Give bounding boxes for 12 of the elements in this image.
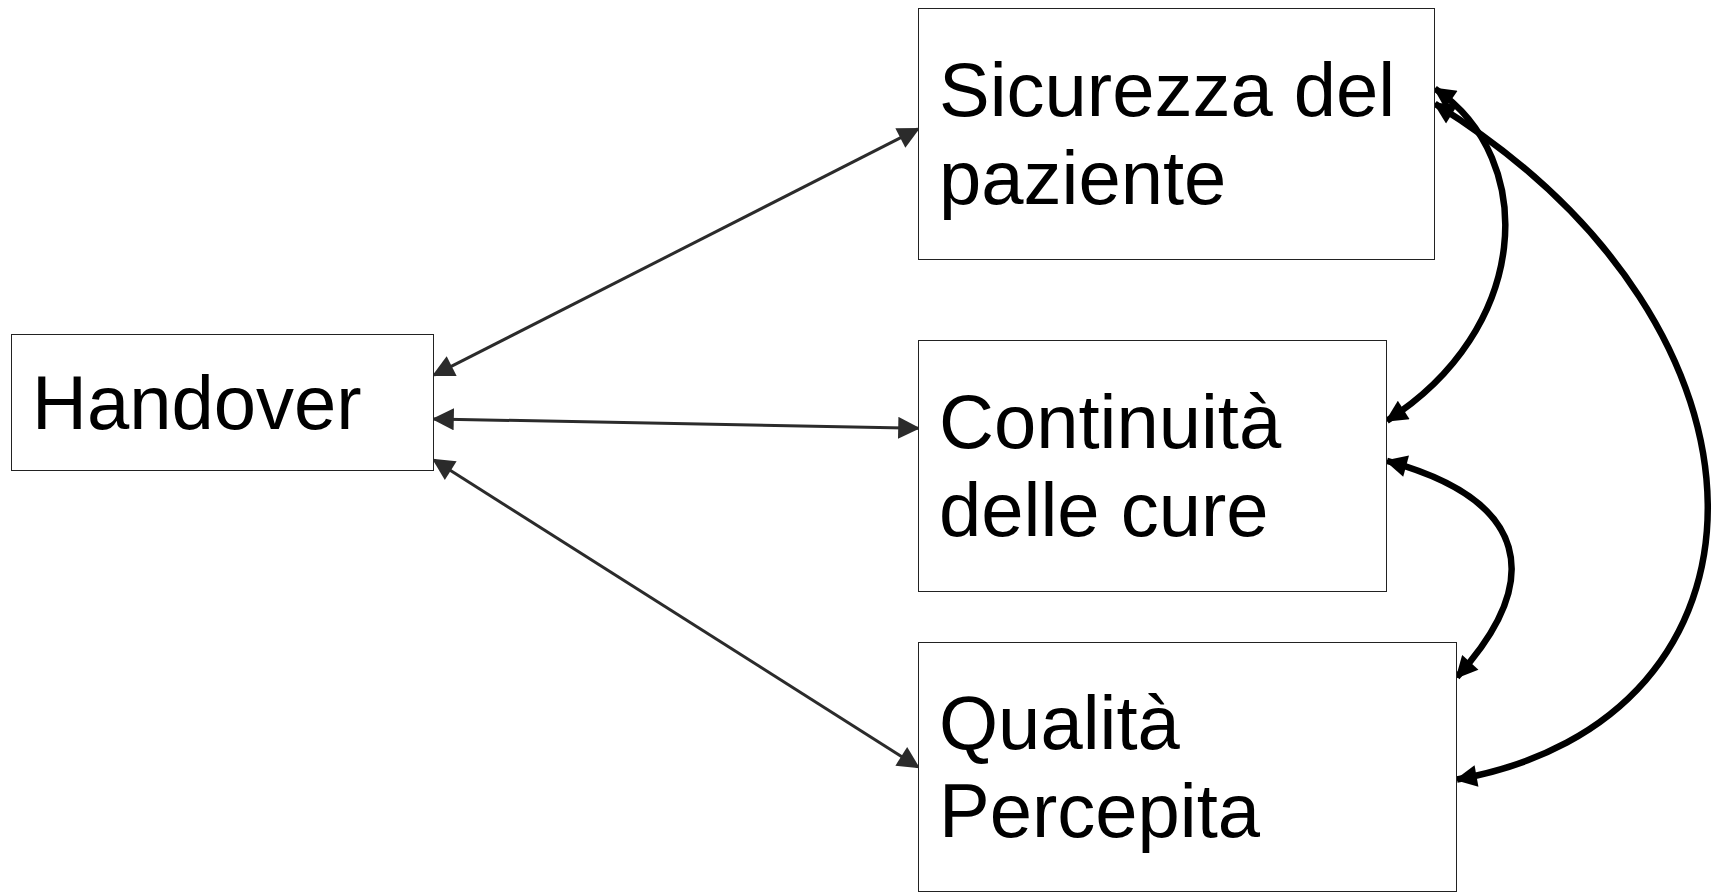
concept-box bbox=[11, 334, 434, 471]
concept-box bbox=[918, 642, 1457, 892]
box-label: Sicurezza del paziente bbox=[939, 46, 1397, 222]
double-arrow bbox=[1385, 86, 1509, 424]
double-arrow bbox=[432, 458, 920, 769]
double-arrow bbox=[1433, 101, 1711, 785]
concept-box bbox=[918, 8, 1435, 260]
box-label: Handover bbox=[32, 358, 363, 447]
concept-box bbox=[918, 340, 1387, 592]
double-arrow bbox=[432, 127, 920, 377]
box-label: Qualità Percepita bbox=[939, 679, 1262, 855]
box-label: Continuità delle cure bbox=[939, 378, 1283, 554]
